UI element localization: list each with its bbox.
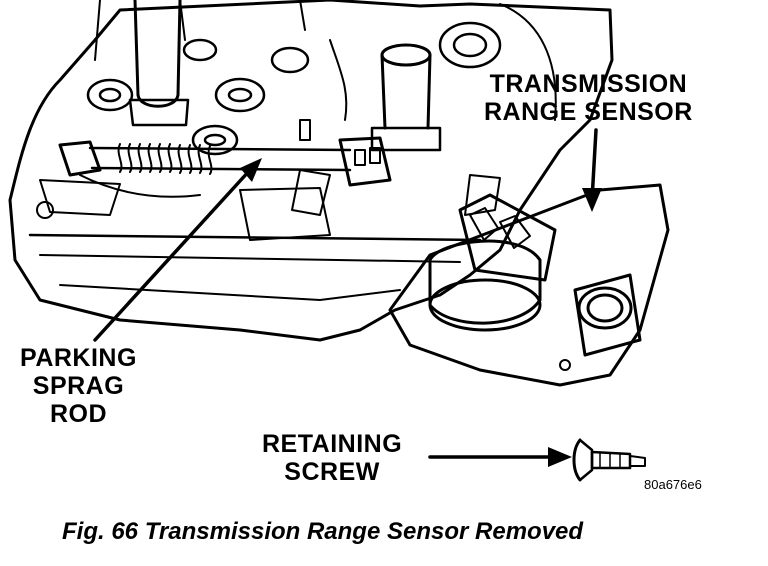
transmission-range-sensor-label: TRANSMISSION RANGE SENSOR [484, 70, 693, 126]
rs-arrow-head [548, 447, 572, 467]
label-line: ROD [49, 400, 107, 428]
leader-arrows [93, 128, 598, 459]
retaining-screw-label: RETAINING SCREW [262, 430, 402, 486]
psr-leader-arrow [93, 168, 252, 342]
figure-caption: Fig. 66 Transmission Range Sensor Remove… [62, 518, 584, 545]
shaft [128, 0, 190, 127]
label-line: TRANSMISSION [489, 70, 688, 98]
parking-sprag-rod [58, 119, 392, 216]
psr-arrow-head [240, 158, 262, 182]
transmission-range-sensor [388, 183, 670, 387]
label-line: SPRAG [32, 372, 125, 400]
label-line: SCREW [284, 458, 380, 486]
label-line: PARKING [20, 344, 137, 372]
valve-post [370, 43, 442, 152]
reference-code: 80a676e6 [644, 477, 702, 492]
valve-body-bores [86, 21, 502, 156]
parking-sprag-rod-label: PARKING SPRAG ROD [20, 344, 137, 428]
trs-arrow-head [582, 188, 602, 212]
retaining-screw [572, 438, 646, 482]
label-line: RANGE SENSOR [484, 98, 693, 126]
label-line: RETAINING [262, 430, 403, 458]
